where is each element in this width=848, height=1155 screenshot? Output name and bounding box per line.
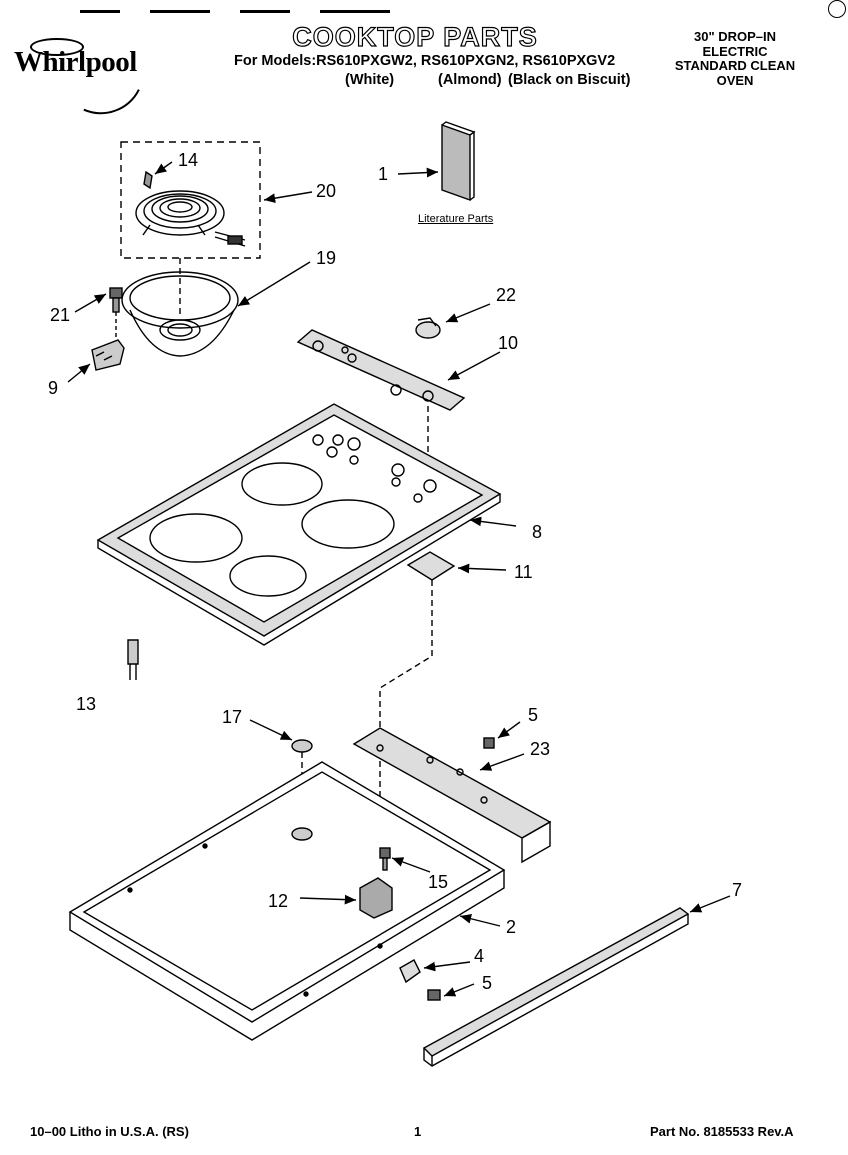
color-almond: (Almond): [438, 72, 502, 88]
callout-2: 2: [506, 917, 517, 937]
oven-line-3: STANDARD CLEAN: [674, 58, 796, 73]
callout-21: 21: [50, 305, 71, 325]
callout-8: 8: [532, 522, 543, 542]
plate-11: [406, 551, 456, 581]
callout-5-lower: 5: [482, 973, 493, 993]
bracket-4: [399, 959, 421, 984]
literature-booklet: [441, 121, 476, 201]
footer-litho: 10–00 Litho in U.S.A. (RS): [30, 1124, 189, 1139]
receptacle-9: [91, 339, 125, 371]
callout-20: 20: [316, 181, 337, 201]
footer-page-number: 1: [414, 1124, 422, 1139]
bracket-23: [352, 727, 552, 864]
oven-line-4: OVEN: [716, 72, 754, 88]
callout-17: 17: [222, 707, 243, 727]
brand-logo: Whirlpool: [14, 46, 137, 78]
terminal-block-12: [359, 877, 393, 919]
callout-23: 23: [530, 739, 551, 759]
pin-13: [127, 639, 139, 680]
top-edge-marks: [80, 0, 500, 13]
trim-7: [422, 907, 690, 1067]
oven-line-2: ELECTRIC: [702, 43, 768, 59]
callout-5-upper: 5: [528, 705, 539, 725]
callout-1: 1: [378, 164, 389, 184]
callout-9: 9: [48, 378, 59, 398]
callout-12: 12: [268, 891, 289, 911]
footer-part-number: Part No. 8185533 Rev.A: [650, 1124, 794, 1139]
screw-21: [109, 287, 123, 313]
models-line: For Models:RS610PXGW2, RS610PXGN2, RS610…: [234, 53, 616, 69]
callout-15: 15: [428, 872, 449, 892]
color-white: (White): [345, 72, 395, 88]
callout-line-1: [397, 167, 439, 178]
control-panel-10: [296, 329, 466, 411]
color-biscuit: (Black on Biscuit): [508, 72, 631, 88]
oven-description: 30" DROP–IN ELECTRIC STANDARD CLEAN OVEN: [660, 29, 810, 88]
page-title: COOKTOP PARTS: [292, 21, 538, 52]
screw-5b: [427, 989, 441, 1001]
terminal-clip-14: [143, 170, 153, 190]
cooktop-8: [96, 403, 502, 646]
screw-5a: [483, 737, 495, 749]
screw-15: [379, 847, 391, 871]
logo-ring: [30, 38, 84, 56]
callout-13: 13: [76, 694, 97, 714]
element-dashed-box: [120, 141, 261, 259]
callout-19: 19: [316, 248, 337, 268]
callout-14: 14: [178, 150, 199, 170]
callout-10: 10: [498, 333, 519, 353]
literature-parts-label: Literature Parts: [418, 213, 494, 225]
grommet-17: [291, 739, 313, 753]
callout-7: 7: [732, 880, 743, 900]
oven-line-1: 30" DROP–IN: [693, 29, 777, 44]
callout-4: 4: [474, 946, 485, 966]
callout-11: 11: [514, 562, 533, 582]
surface-element: [135, 190, 246, 247]
cooktop-box-2: [68, 761, 506, 1041]
callout-22: 22: [496, 285, 517, 305]
model-colors: (White) (Almond) (Black on Biscuit): [0, 72, 848, 90]
corner-mark: [828, 0, 846, 18]
knob-22: [415, 317, 441, 339]
